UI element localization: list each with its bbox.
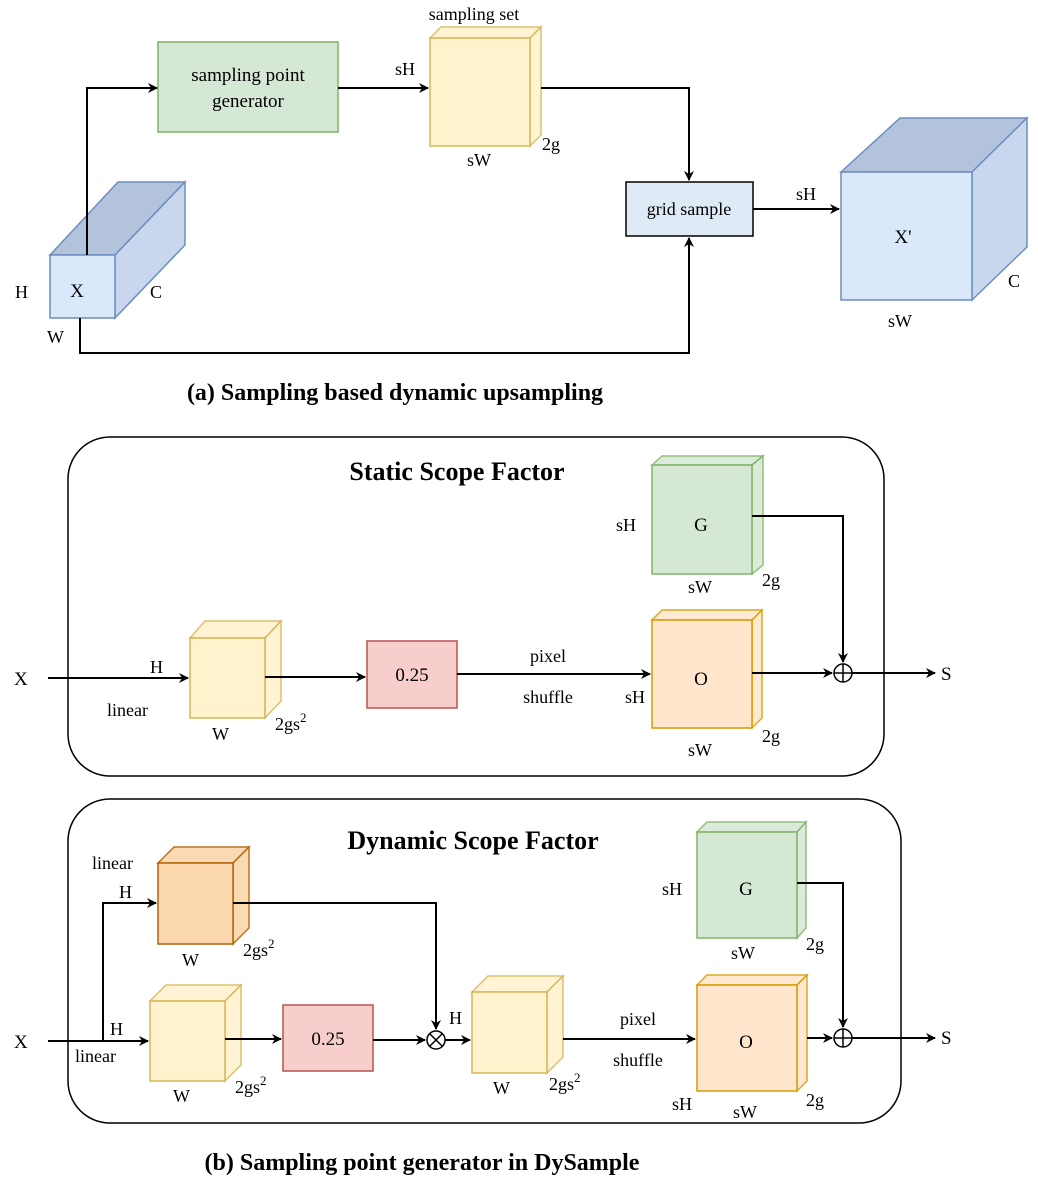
static-g-h: sH xyxy=(616,515,636,535)
dynamic-o-cube xyxy=(695,973,809,1093)
static-o-label: O xyxy=(694,669,708,690)
dynamic-o-label: O xyxy=(739,1032,753,1053)
output-c-label: C xyxy=(1008,271,1020,291)
arrow-set-to-grid xyxy=(541,87,694,181)
static-pixel-label: pixel xyxy=(530,646,566,666)
static-shuffle-label: shuffle xyxy=(523,687,573,707)
static-scope-panel: Static Scope Factor G sH sW 2g X H linea… xyxy=(14,436,952,777)
dynamic-top-h: H xyxy=(119,882,132,902)
dynamic-panel-frame xyxy=(67,798,902,1124)
static-plus-icon xyxy=(833,663,853,683)
dynamic-top-w: W xyxy=(182,950,199,970)
static-c-label: 2gs2 xyxy=(275,710,307,734)
static-linear-label: linear xyxy=(107,700,148,720)
grid-sample-label: grid sample xyxy=(647,199,731,219)
static-o-cube xyxy=(650,608,764,730)
static-w-label: W xyxy=(212,724,229,744)
static-o-w: sW xyxy=(688,740,712,760)
dynamic-g-label: G xyxy=(739,879,753,900)
dynamic-g-cube xyxy=(695,820,808,940)
caption-a: (a) Sampling based dynamic upsampling xyxy=(187,380,603,406)
dynamic-bottom-linear: linear xyxy=(75,1046,116,1066)
caption-b: (b) Sampling point generator in DySample xyxy=(205,1150,640,1176)
dynamic-bottom-h: H xyxy=(110,1019,123,1039)
dynamic-mid-w-cube xyxy=(470,974,565,1075)
dynamic-scope-panel: Dynamic Scope Factor G sH sW 2g linear H… xyxy=(14,798,952,1124)
dynamic-o-w: sW xyxy=(733,1102,757,1122)
dynamic-input-x: X xyxy=(14,1032,28,1053)
sampling-point-generator-box xyxy=(157,41,339,133)
dynamic-o-h: sH xyxy=(672,1094,692,1114)
sampling-set-label: sampling set xyxy=(429,4,520,24)
grid-out-h-label: sH xyxy=(796,184,816,204)
sampling-set-w: sW xyxy=(467,150,491,170)
dynamic-bottom-w: W xyxy=(173,1086,190,1106)
static-o-h: sH xyxy=(625,687,645,707)
sampling-set-cube xyxy=(428,25,543,148)
static-g-label: G xyxy=(694,515,708,536)
dynamic-g-c: 2g xyxy=(806,934,824,954)
static-factor-box xyxy=(366,640,458,709)
dynamic-top-w-cube xyxy=(156,845,251,946)
dynamic-o-c: 2g xyxy=(806,1090,824,1110)
dynamic-mid-w: W xyxy=(493,1078,510,1098)
static-output-s: S xyxy=(941,664,952,685)
dynamic-panel-title: Dynamic Scope Factor xyxy=(347,826,598,855)
input-x-label: X xyxy=(70,281,84,302)
static-o-c: 2g xyxy=(762,726,780,746)
output-w-label: sW xyxy=(888,311,912,331)
input-x-cube xyxy=(48,180,187,320)
dynamic-bottom-c: 2gs2 xyxy=(235,1073,267,1097)
dynamic-pixel-label: pixel xyxy=(620,1009,656,1029)
dynamic-multiply-icon xyxy=(426,1030,446,1050)
grid-sample-box xyxy=(625,181,754,237)
output-x-label: X' xyxy=(894,227,911,248)
input-w-label: W xyxy=(47,327,64,347)
dynamic-plus-icon xyxy=(833,1028,853,1048)
static-arrow-g-to-plus xyxy=(752,515,848,663)
part-a: sampling point generator sampling set sH… xyxy=(15,4,1029,406)
arrow-x-to-grid xyxy=(79,237,694,354)
dynamic-shuffle-label: shuffle xyxy=(613,1050,663,1070)
dynamic-g-w: sW xyxy=(731,943,755,963)
dynamic-arrow-top-to-multiply xyxy=(233,902,441,1030)
sampling-set-c: 2g xyxy=(542,134,560,154)
dynamic-output-s: S xyxy=(941,1028,952,1049)
static-g-w: sW xyxy=(688,577,712,597)
static-h-label: H xyxy=(150,657,163,677)
sampling-point-generator-line2: generator xyxy=(212,91,284,112)
static-w-cube xyxy=(188,619,283,720)
output-x-cube xyxy=(839,116,1029,302)
sampling-point-generator-line1: sampling point xyxy=(191,65,305,86)
static-panel-title: Static Scope Factor xyxy=(349,457,564,486)
dynamic-top-linear: linear xyxy=(92,853,133,873)
dynamic-top-c: 2gs2 xyxy=(243,936,275,960)
dynamic-factor-box xyxy=(282,1004,374,1072)
static-panel-frame xyxy=(67,436,885,777)
arrow-x-to-generator xyxy=(86,83,158,255)
input-h-label: H xyxy=(15,282,28,302)
dynamic-mid-h: H xyxy=(449,1008,462,1028)
dynamic-g-h: sH xyxy=(662,879,682,899)
dynamic-arrow-g-to-plus xyxy=(797,882,848,1028)
input-c-label: C xyxy=(150,282,162,302)
sampling-set-h: sH xyxy=(395,59,415,79)
dynamic-factor-label: 0.25 xyxy=(311,1029,344,1050)
static-input-x: X xyxy=(14,669,28,690)
static-factor-label: 0.25 xyxy=(395,665,428,686)
static-g-c: 2g xyxy=(762,570,780,590)
dynamic-mid-c: 2gs2 xyxy=(549,1070,581,1094)
dynamic-bottom-w-cube xyxy=(148,983,243,1083)
dynamic-arrow-x-to-top xyxy=(102,898,157,1041)
